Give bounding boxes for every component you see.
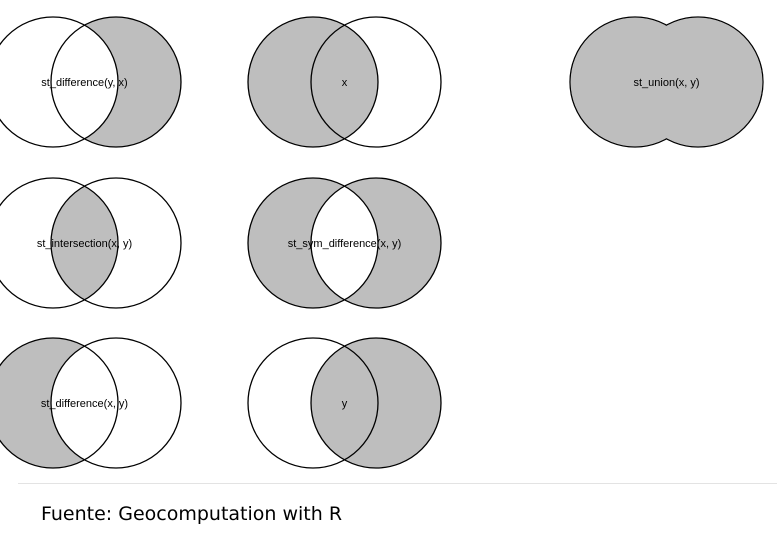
panel-label: st_sym_difference(x, y) [288,238,402,250]
divider [18,483,777,484]
venn-panel-y: y [247,337,442,469]
panel-label: st_difference(y, x) [41,77,127,89]
venn-panel-x: x [247,16,442,148]
circle-y [310,16,442,148]
circle-y [50,337,182,469]
circle-x [0,16,119,148]
venn-panel-difference-y-x: st_difference(y, x) [0,16,182,148]
venn-panel-intersection: st_intersection(x, y) [0,177,182,309]
circle-y [50,16,182,148]
panel-label: st_union(x, y) [633,77,699,89]
venn-diagram-grid: st_difference(y, x) x st_union(x, y) st_… [0,16,764,469]
panel-label: st_difference(x, y) [41,398,128,410]
panel-label: x [342,77,348,89]
circle-x [247,337,379,469]
circle-x-filled [248,17,378,147]
circle-y [310,337,442,469]
panel-label: y [342,398,348,410]
circle-x-filled [0,338,118,468]
venn-panel-sym-difference: st_sym_difference(x, y) [247,177,442,309]
circle-x [247,177,379,309]
union-cover-y [633,17,763,147]
panel-label: st_intersection(x, y) [37,238,132,250]
circle-y-filled [51,17,181,147]
circle-y-filled [311,338,441,468]
circle-y [50,177,182,309]
circle-x [247,16,379,148]
venn-panel-union: st_union(x, y) [569,16,764,148]
venn-panel-difference-x-y: st_difference(x, y) [0,337,182,469]
circle-y [310,177,442,309]
circle-x [0,337,119,469]
circle-y-filled [311,178,441,308]
source-caption: Fuente: Geocomputation with R [41,503,343,525]
circle-x [0,177,119,309]
lens-filled [51,178,118,308]
